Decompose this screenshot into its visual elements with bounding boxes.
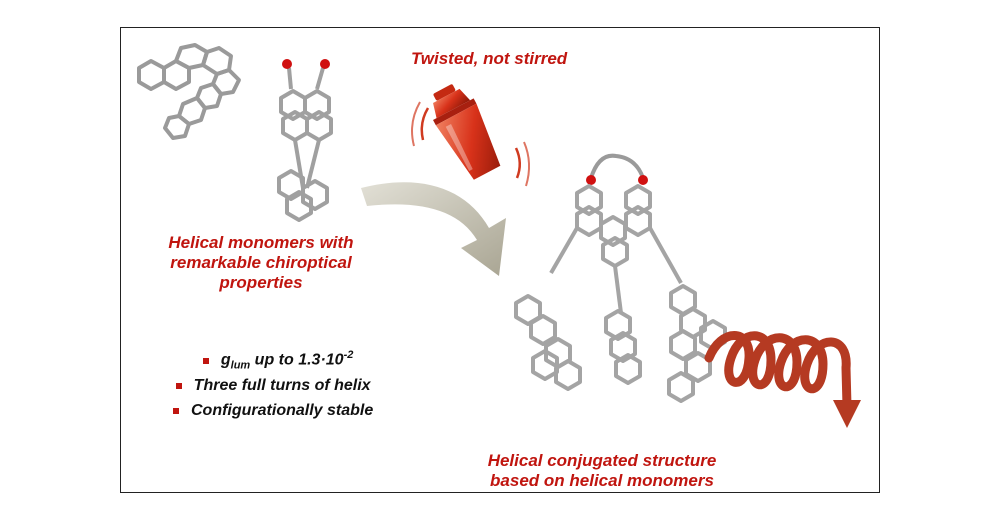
- feature-text: Configurationally stable: [191, 401, 374, 419]
- monomers-caption-line2: remarkable chiroptical: [170, 253, 352, 273]
- bullet-square-icon: [175, 382, 182, 389]
- helicene-molecule: [137, 43, 241, 140]
- monomers-caption-line3: properties: [219, 273, 303, 293]
- structure-caption-line1: Helical conjugated structure: [487, 451, 717, 470]
- feature-item-stable: Configurationally stable: [173, 398, 373, 423]
- structure-caption-line2: based on helical monomers: [490, 471, 714, 491]
- bullet-square-icon: [173, 407, 179, 414]
- feature-list: glum up to 1.3·10-2 Three full turns of …: [173, 348, 373, 423]
- feature-item-turns: Three full turns of helix: [173, 373, 373, 398]
- monomers-caption-line1: Helical monomers with: [168, 233, 354, 252]
- artwork: [137, 43, 861, 428]
- bullet-square-icon: [202, 357, 209, 364]
- monomers-caption: Helical monomers with remarkable chiropt…: [121, 233, 401, 293]
- monomer-molecule: [277, 59, 333, 222]
- cocktail-shaker-icon: [411, 84, 530, 187]
- feature-text: Three full turns of helix: [193, 376, 371, 394]
- graphical-abstract: Twisted, not stirred Helical monomers wi…: [120, 27, 880, 493]
- helical-polymer-structure: [514, 153, 727, 403]
- curved-arrow-icon: [361, 182, 506, 276]
- headline: Twisted, not stirred: [411, 49, 568, 68]
- structure-caption: Helical conjugated structure based on he…: [437, 451, 767, 491]
- feature-item-glum: glum up to 1.3·10-2: [183, 348, 373, 373]
- helix-spiral-icon: [704, 331, 861, 428]
- feature-text: glum up to 1.3·10-2: [220, 349, 354, 372]
